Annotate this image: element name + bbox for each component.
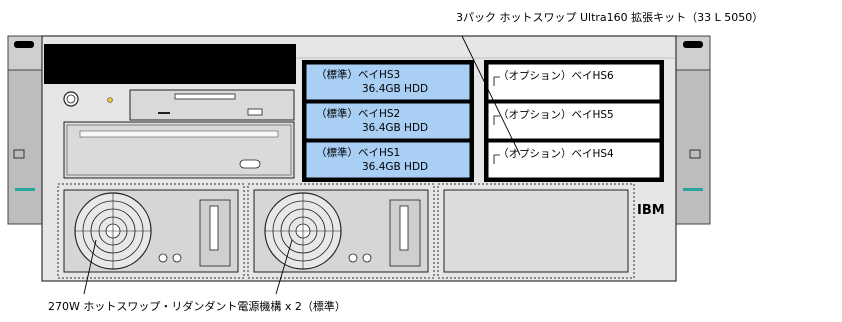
power-led: [107, 97, 113, 103]
power-supply-1: [63, 189, 239, 273]
empty-psu-slot: [443, 189, 629, 273]
left-ear-led: [15, 188, 35, 191]
left-rack-ear: [7, 35, 43, 225]
ibm-logo: IBM: [637, 203, 665, 218]
cdrom-eject-button[interactable]: [239, 159, 261, 169]
right-ear-led: [683, 188, 703, 191]
bottom-callout-leader-1: [83, 239, 97, 295]
option-bays: [484, 60, 664, 182]
floppy-drive: [129, 89, 295, 121]
top-callout-label: 3パック ホットスワップ Ultra160 拡張キット（33 L 5050）: [456, 11, 764, 24]
power-supply-2: [253, 189, 429, 273]
standard-bays: [302, 60, 474, 182]
bottom-callout-label: 270W ホットスワップ・リダンダント電源機構 x 2（標準）: [48, 300, 346, 313]
bay-hs5-label: （オプション）ベイHS5: [498, 109, 614, 121]
power-supply-area: [57, 183, 635, 279]
bay-hs3-size: 36.4GB HDD: [362, 83, 429, 95]
bay-hs3-label: （標準）ベイHS3: [316, 69, 401, 81]
bay-hs2-label: （標準）ベイHS2: [316, 108, 401, 120]
bay-hs1-label: （標準）ベイHS1: [316, 147, 401, 159]
right-rack-ear: [675, 35, 711, 225]
cdrom-drive: [63, 121, 295, 179]
bottom-callout-leader-2: [275, 239, 293, 295]
bay-hs2-size: 36.4GB HDD: [362, 122, 429, 134]
bay-hs1-size: 36.4GB HDD: [362, 161, 429, 173]
top-callout-leader: [461, 35, 521, 156]
bay-hs4-label: （オプション）ベイHS4: [498, 148, 614, 160]
power-button[interactable]: [63, 91, 79, 107]
bay-hs6-label: （オプション）ベイHS6: [498, 70, 614, 82]
black-panel: [44, 44, 296, 84]
